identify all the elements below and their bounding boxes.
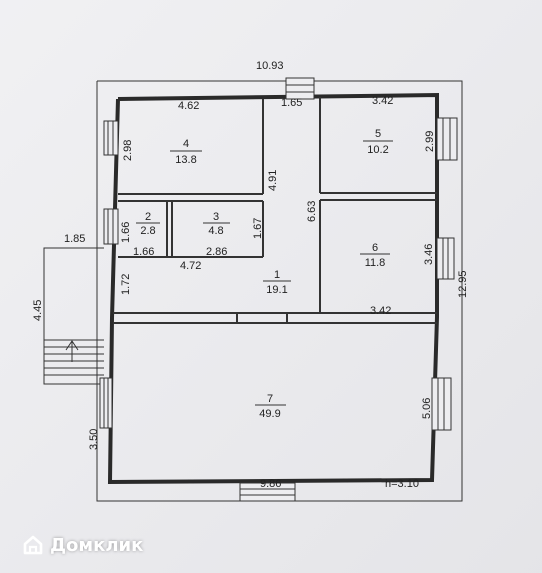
room-7-number: 7 (267, 393, 273, 405)
dim-room6-width: 3.42 (370, 305, 391, 317)
room-6-number: 6 (372, 242, 378, 254)
dim-room4-height: 2.98 (122, 140, 134, 161)
room-5-number: 5 (375, 128, 381, 140)
porch-stairs (43, 247, 104, 385)
exterior-walls (107, 92, 439, 485)
watermark-text: Домклик (50, 534, 144, 556)
room-6-area: 11.8 (365, 257, 386, 269)
dim-room2-height: 1.66 (120, 222, 132, 243)
room-4-number: 4 (183, 138, 189, 150)
room-2-number: 2 (145, 211, 151, 223)
room-4-area: 13.8 (175, 154, 196, 166)
room-3-area: 4.8 (208, 225, 223, 237)
dim-room5-height: 2.99 (424, 131, 436, 152)
dim-room5-width: 3.42 (372, 95, 393, 107)
windows (99, 77, 458, 502)
dim-room7-height: 5.06 (421, 398, 433, 419)
dim-outer-right: 12.95 (457, 270, 469, 298)
dim-outer-top: 10.93 (256, 60, 284, 72)
dim-left-wall: 3.50 (88, 429, 100, 450)
room-5-area: 10.2 (367, 144, 388, 156)
interior-walls (113, 97, 437, 324)
dim-room3-height: 1.67 (252, 218, 264, 239)
room-2-area: 2.8 (140, 225, 155, 237)
dim-room6-height: 3.46 (423, 244, 435, 265)
dim-hall-height: 6.63 (306, 201, 318, 222)
room-3-number: 3 (213, 211, 219, 223)
room-label-underlines (136, 140, 393, 406)
dim-outer-bottom: 9.86 (260, 478, 281, 490)
dim-hall-width: 4.72 (180, 260, 201, 272)
room-1-area: 19.1 (266, 284, 287, 296)
room-7-area: 49.9 (259, 408, 280, 420)
house-logo-icon (23, 535, 43, 555)
dim-corridor-width: 1.65 (281, 97, 302, 109)
ceiling-height-note: h=3.10 (385, 478, 419, 490)
dim-porch-width: 1.85 (64, 233, 85, 245)
domclick-watermark: Домклик (22, 534, 143, 556)
dim-hall-left-height: 1.72 (120, 274, 132, 295)
dim-porch-height: 4.45 (32, 300, 44, 321)
dim-wall-room4: 4.91 (267, 170, 279, 191)
dim-room3-width: 2.86 (206, 246, 227, 258)
dim-room4-width: 4.62 (178, 100, 199, 112)
room-1-number: 1 (274, 269, 280, 281)
dim-room2-width: 1.66 (133, 246, 154, 258)
